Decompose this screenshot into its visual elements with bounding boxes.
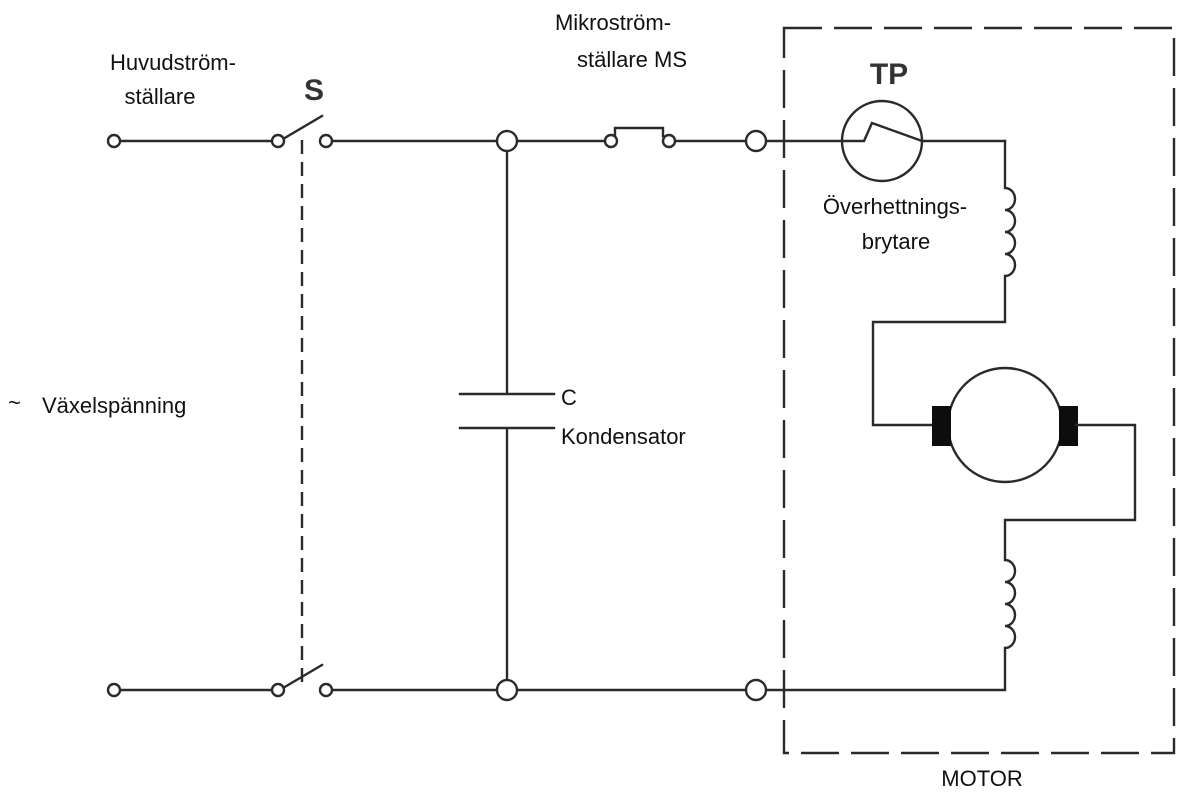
micro-switch-label-line1: Mikroström-: [555, 10, 671, 35]
overheat-switch-label-line1: Överhettnings-: [823, 194, 967, 219]
micro-switch-contact: [613, 126, 665, 138]
motor-armature: [946, 366, 1064, 484]
terminal-bottom-switch-left: [270, 682, 286, 698]
micro-switch-label-line2: ställare MS: [577, 47, 687, 72]
terminal-top-input: [106, 133, 122, 149]
capacitor-name-label: Kondensator: [561, 424, 686, 449]
lower-field-coil: [1004, 558, 1017, 650]
thermal-protector-contact: [840, 121, 924, 143]
terminal-top-motor: [744, 129, 768, 153]
switch-s-label: S: [304, 74, 324, 107]
motor-enclosure: [782, 26, 1176, 755]
wire-upper-coil-to-motor: [871, 274, 1007, 427]
main-switch-label-line1: Huvudström-: [110, 50, 236, 75]
main-switch-label-line2: ställare: [125, 84, 196, 109]
terminal-micro-switch-right: [661, 133, 677, 149]
ac-voltage-label: Växelspänning: [42, 393, 186, 418]
motor-brush-left: [932, 406, 951, 446]
motor-brush-right: [1059, 406, 1078, 446]
ac-symbol: ~: [8, 390, 21, 415]
upper-field-coil: [1004, 186, 1017, 278]
wire-motor-to-lower-coil: [1003, 423, 1137, 562]
terminal-top-switch-right: [318, 133, 334, 149]
terminal-bottom-input: [106, 682, 122, 698]
capacitor-c-label: C: [561, 385, 577, 410]
terminal-micro-switch-left: [603, 133, 619, 149]
overheat-switch-label-line2: brytare: [862, 229, 930, 254]
thermal-protector-label: TP: [870, 58, 908, 91]
motor-label: MOTOR: [941, 766, 1022, 791]
terminal-top-switch-left: [270, 133, 286, 149]
top-switch-blade: [281, 114, 324, 141]
wire-lower-coil-to-bottom: [764, 646, 1007, 692]
terminal-bottom-motor: [744, 678, 768, 702]
junction-top-capacitor: [495, 129, 519, 153]
terminal-bottom-switch-right: [318, 682, 334, 698]
bottom-switch-blade: [281, 663, 324, 690]
junction-bottom-capacitor: [495, 678, 519, 702]
